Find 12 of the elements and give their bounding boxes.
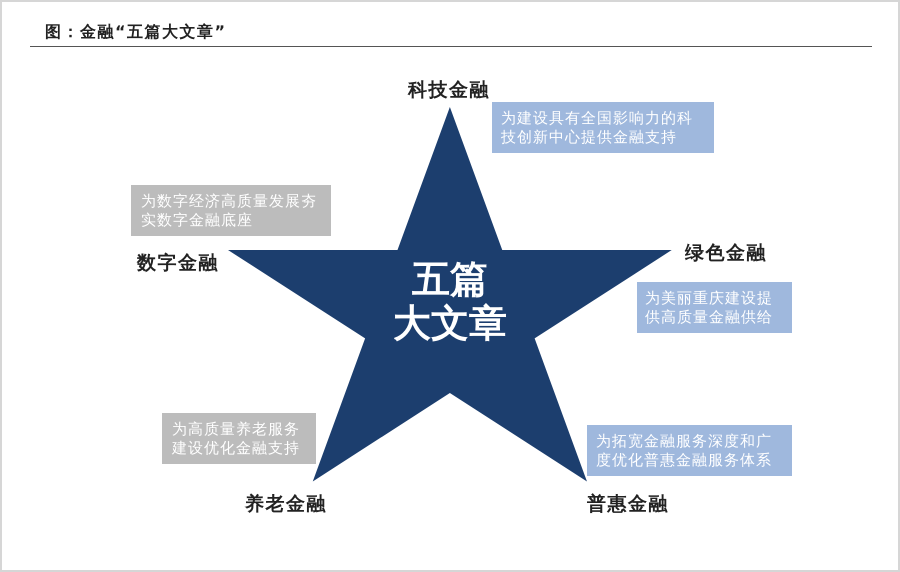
figure-title: 图：金融“五篇大文章”: [45, 21, 227, 43]
category-label: 数字金融: [137, 252, 219, 274]
description-box: 为拓宽金融服务深度和广度优化普惠金融服务体系: [587, 425, 792, 476]
category-label: 养老金融: [245, 493, 327, 515]
category-label: 科技金融: [408, 79, 490, 101]
description-box: 为美丽重庆建设提供高质量金融供给: [637, 282, 792, 333]
star-title: 五篇大文章: [392, 257, 508, 345]
category-label: 普惠金融: [587, 493, 669, 515]
category-label: 绿色金融: [685, 242, 767, 264]
description-box: 为建设具有全国影响力的科技创新中心提供金融支持: [492, 102, 714, 153]
description-box: 为高质量养老服务建设优化金融支持: [162, 413, 316, 464]
description-box: 为数字经济高质量发展夯实数字金融底座: [131, 185, 331, 236]
